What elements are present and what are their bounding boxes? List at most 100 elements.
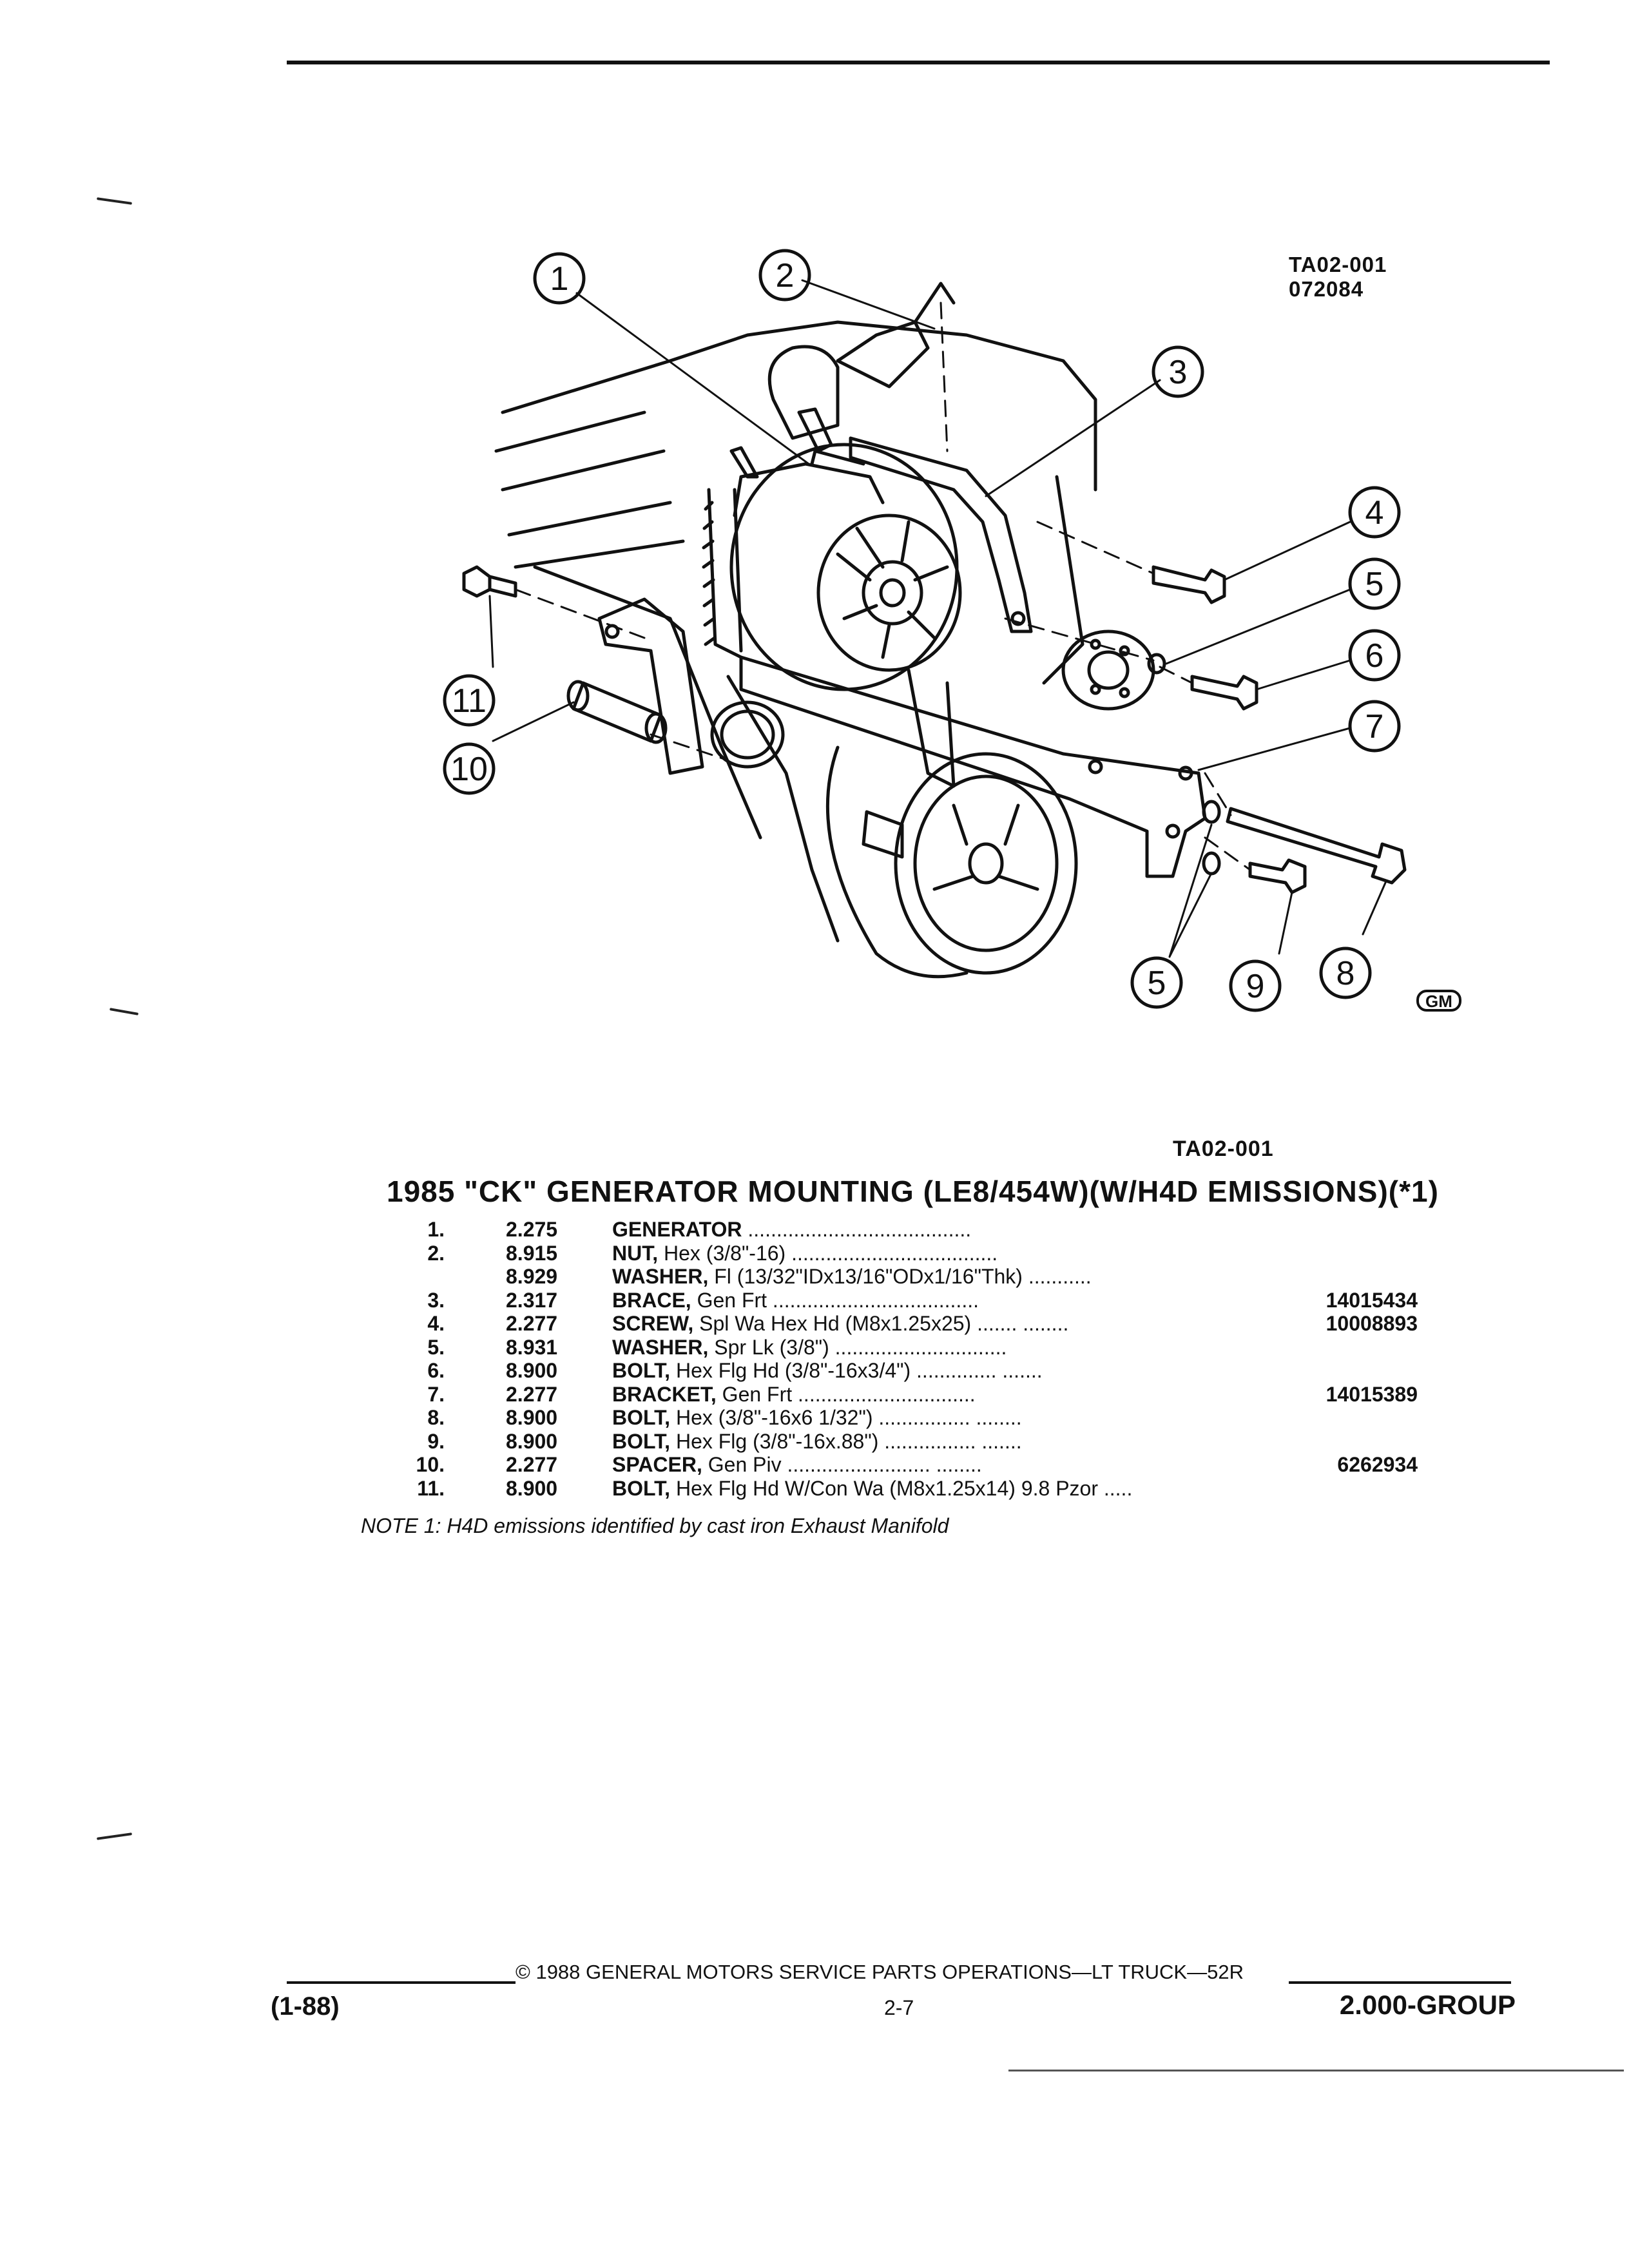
parts-row: 8. 8.900 BOLT, Hex (3/8"-16x6 1/32") .....… xyxy=(361,1406,1418,1430)
item-number: 10. xyxy=(416,1453,445,1476)
group-number: 8.900 xyxy=(506,1476,558,1500)
parts-row: 1. 2.275 GENERATOR .......................… xyxy=(361,1218,1418,1242)
item-number: 8. xyxy=(427,1406,445,1429)
leader-dots: ........... xyxy=(1022,1265,1092,1288)
svg-text:GM: GM xyxy=(1425,992,1452,1011)
part-spec: Hex Flg (3/8"-16x.88") xyxy=(670,1429,879,1453)
callout-8: 8 xyxy=(1336,955,1355,992)
callout-2: 2 xyxy=(776,257,795,294)
group-number: 8.931 xyxy=(506,1335,558,1359)
part-number: 14015389 xyxy=(1325,1382,1418,1406)
leader-dots: ................ ........ xyxy=(872,1406,1022,1429)
item-number: 11. xyxy=(417,1476,445,1500)
part-description: BRACKET, Gen Frt .......................… xyxy=(612,1383,976,1407)
part-description: BRACE, Gen Frt .........................… xyxy=(612,1289,979,1312)
footer-copyright: © 1988 GENERAL MOTORS SERVICE PARTS OPER… xyxy=(516,1961,1244,1983)
group-number: 8.900 xyxy=(506,1359,558,1382)
item-number: 1. xyxy=(427,1218,445,1241)
part-number: 10008893 xyxy=(1325,1312,1418,1335)
part-name: BOLT, xyxy=(612,1476,671,1500)
item-number: 5. xyxy=(427,1335,445,1359)
part-spec: Hex Flg Hd W/Con Wa (M8x1.25x14) 9.8 Pzo… xyxy=(670,1476,1098,1500)
callout-4: 4 xyxy=(1365,494,1384,532)
item-number: 6. xyxy=(427,1359,445,1382)
group-number: 2.277 xyxy=(506,1453,558,1476)
margin-mark xyxy=(109,1008,139,1015)
group-number: 2.277 xyxy=(506,1312,558,1335)
group-number: 2.275 xyxy=(506,1218,558,1241)
leader-dots: ................ ....... xyxy=(878,1429,1022,1453)
leader-dots: ............................... xyxy=(792,1382,976,1406)
part-name: WASHER, xyxy=(612,1265,709,1288)
item-number: 7. xyxy=(427,1382,445,1406)
bottom-rule xyxy=(1008,2070,1624,2071)
part-spec: Hex (3/8"-16x6 1/32") xyxy=(670,1406,873,1429)
callout-6: 6 xyxy=(1365,637,1384,675)
callout-1: 1 xyxy=(550,260,569,298)
callout-11: 11 xyxy=(452,682,487,720)
part-name: BRACKET, xyxy=(612,1382,717,1406)
callout-7: 7 xyxy=(1365,708,1384,745)
part-name: SCREW, xyxy=(612,1312,694,1335)
group-number: 8.900 xyxy=(506,1429,558,1453)
footer-page-number: 2-7 xyxy=(884,1996,914,2019)
parts-row: 11. 8.900 BOLT, Hex Flg Hd W/Con Wa (M8x1.… xyxy=(361,1477,1418,1501)
footer-group: 2.000-GROUP xyxy=(1339,1990,1516,2020)
callout-9: 9 xyxy=(1246,968,1265,1005)
leader-dots: .............. ....... xyxy=(911,1359,1043,1382)
parts-row: 7. 2.277 BRACKET, Gen Frt ................… xyxy=(361,1383,1418,1407)
leader-dots: .................................... xyxy=(786,1241,998,1265)
diagram-caption-code: TA02-001 xyxy=(1173,1137,1274,1161)
exploded-view-diagram: 1 2 3 4 5 6 7 8 9 10 11 5 GM xyxy=(443,249,1461,1012)
footer-rule-right xyxy=(1289,1981,1511,1984)
part-description: WASHER, Fl (13/32"IDx13/16"ODx1/16"Thk) … xyxy=(612,1265,1092,1289)
part-description: NUT, Hex (3/8"-16) .....................… xyxy=(612,1242,998,1265)
part-description: GENERATOR ..............................… xyxy=(612,1218,971,1242)
part-spec: Spl Wa Hex Hd (M8x1.25x25) xyxy=(693,1312,972,1335)
part-spec: Hex (3/8"-16) xyxy=(658,1241,786,1265)
leader-dots: .................................... xyxy=(767,1288,979,1312)
parts-row: 5. 8.931 WASHER, Spr Lk (3/8") ...........… xyxy=(361,1336,1418,1360)
part-description: SPACER, Gen Piv ........................… xyxy=(612,1453,982,1477)
group-number: 8.900 xyxy=(506,1406,558,1429)
callout-5-lower: 5 xyxy=(1148,965,1166,1002)
gm-logo-icon: GM xyxy=(1416,990,1461,1012)
part-spec: Spr Lk (3/8") xyxy=(708,1335,829,1359)
part-description: WASHER, Spr Lk (3/8") ..................… xyxy=(612,1336,1007,1360)
part-name: BOLT, xyxy=(612,1359,671,1382)
part-name: NUT, xyxy=(612,1241,659,1265)
part-name: BOLT, xyxy=(612,1406,671,1429)
group-number: 8.929 xyxy=(506,1265,558,1288)
part-number: 14015434 xyxy=(1325,1288,1418,1312)
part-description: BOLT, Hex Flg Hd W/Con Wa (M8x1.25x14) 9… xyxy=(612,1477,1132,1501)
group-number: 2.317 xyxy=(506,1288,558,1312)
footnote: NOTE 1: H4D emissions identified by cast… xyxy=(361,1514,949,1537)
diagram-ref-code: TA02-001 xyxy=(1289,253,1387,276)
part-name: GENERATOR xyxy=(612,1218,742,1241)
callout-5: 5 xyxy=(1365,566,1384,603)
part-name: SPACER, xyxy=(612,1453,702,1476)
group-number: 2.277 xyxy=(506,1382,558,1406)
section-title: 1985 "CK" GENERATOR MOUNTING (LE8/454W)(… xyxy=(387,1175,1439,1208)
parts-list: 1. 2.275 GENERATOR .......................… xyxy=(361,1218,1418,1500)
item-number: 9. xyxy=(427,1429,445,1453)
part-spec: Hex Flg Hd (3/8"-16x3/4") xyxy=(670,1359,911,1382)
callout-10: 10 xyxy=(450,751,488,788)
margin-mark xyxy=(96,1832,133,1840)
top-rule xyxy=(287,61,1550,64)
part-name: WASHER, xyxy=(612,1335,709,1359)
part-description: BOLT, Hex (3/8"-16x6 1/32") ............… xyxy=(612,1406,1022,1430)
leader-dots: ....... ........ xyxy=(971,1312,1069,1335)
item-number: 4. xyxy=(427,1312,445,1335)
part-description: BOLT, Hex Flg Hd (3/8"-16x3/4") ........… xyxy=(612,1359,1043,1383)
part-name: BRACE, xyxy=(612,1288,691,1312)
part-name: BOLT, xyxy=(612,1429,671,1453)
footer-rule-left xyxy=(287,1981,516,1984)
part-spec: Gen Piv xyxy=(702,1453,782,1476)
group-number: 8.915 xyxy=(506,1241,558,1265)
callout-3: 3 xyxy=(1169,354,1188,391)
parts-row: 9. 8.900 BOLT, Hex Flg (3/8"-16x.88") ....… xyxy=(361,1430,1418,1454)
part-description: BOLT, Hex Flg (3/8"-16x.88") ...........… xyxy=(612,1430,1022,1454)
part-spec: Fl (13/32"IDx13/16"ODx1/16"Thk) xyxy=(708,1265,1023,1288)
